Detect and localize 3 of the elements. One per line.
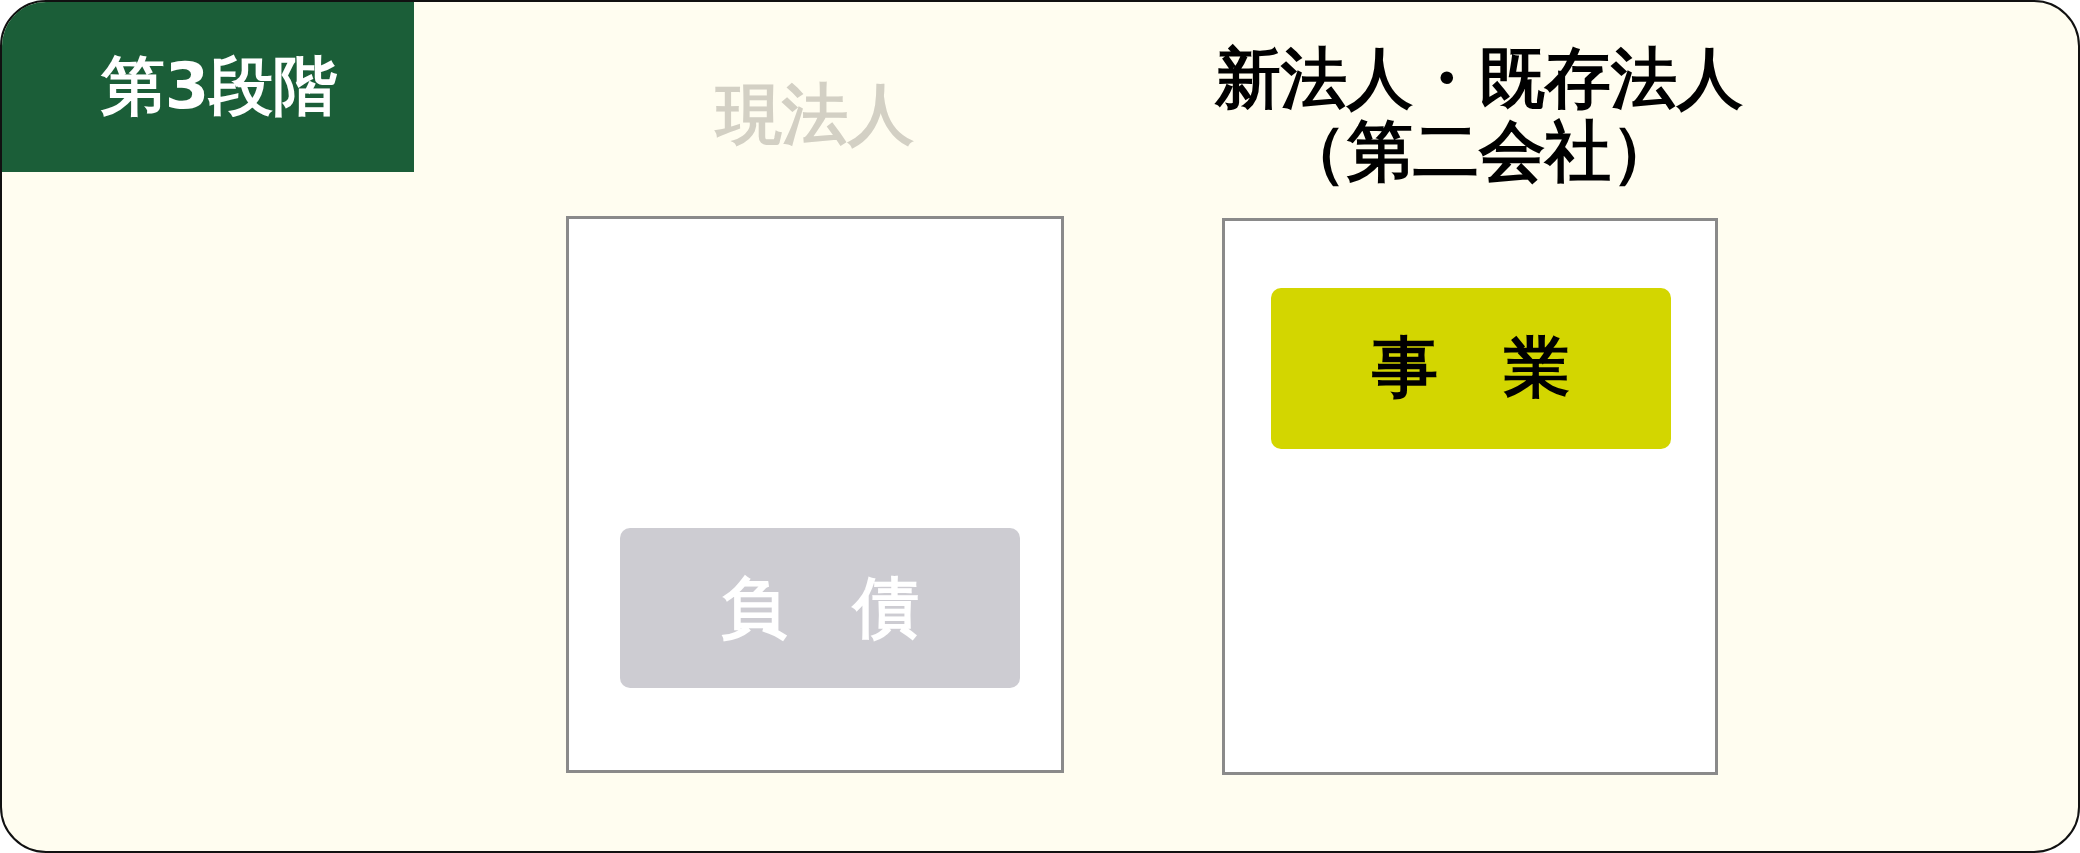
box-heading: 新法人・既存法人（第二会社） xyxy=(1213,42,1744,188)
stage-tab: 第3段階 xyxy=(2,2,414,172)
label-box: 事 業 xyxy=(1270,287,1671,449)
